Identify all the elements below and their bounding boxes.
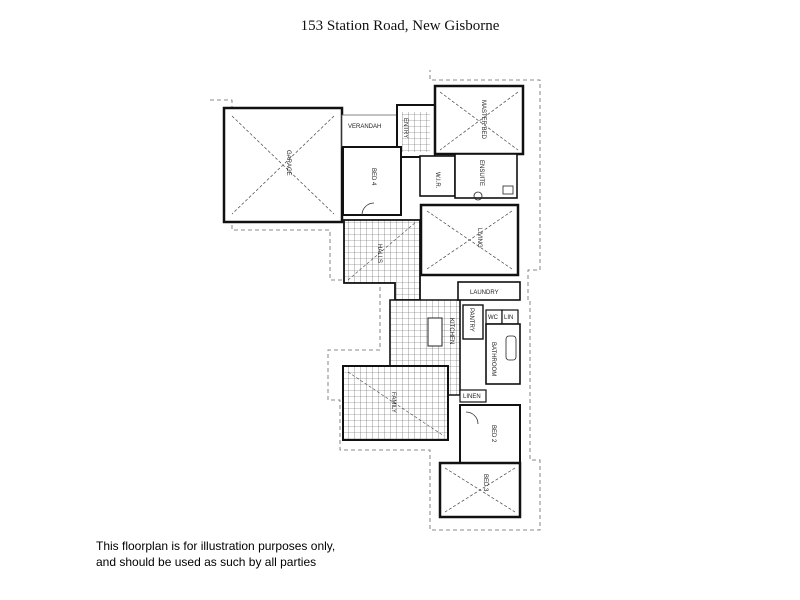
label-bed-3: BED 3: [482, 474, 488, 492]
ensuite-room: [454, 153, 518, 201]
family-room: [342, 365, 449, 441]
label-verandah: VERANDAH: [348, 124, 381, 130]
living-room: [419, 203, 520, 277]
bathroom-room: [485, 323, 521, 385]
bed-4-room: [342, 146, 402, 216]
pantry-room: [462, 304, 484, 340]
label-wir: W.I.R.: [434, 172, 440, 189]
label-ensuite: ENSUITE: [478, 160, 484, 186]
verandah-area: [341, 114, 398, 148]
entry-room: [396, 104, 436, 158]
bed-2-room: [459, 404, 521, 464]
label-garage: GARAGE: [285, 150, 291, 176]
island-bench: [427, 317, 443, 347]
label-bathroom: BATHROOM: [490, 342, 496, 376]
label-lin: LIN: [504, 315, 513, 321]
linen-cupboard: [459, 389, 487, 403]
label-wc: WC: [488, 315, 499, 321]
wir-room: [419, 155, 456, 197]
label-family: FAMILY: [390, 392, 396, 413]
laundry-room: [457, 281, 521, 301]
label-halls: HALLS: [376, 244, 382, 263]
label-laundry: LAUNDRY: [470, 290, 499, 296]
label-kitchen: KITCHEN: [448, 318, 454, 344]
label-entry: ENTRY: [402, 118, 408, 138]
disclaimer-text: This floorplan is for illustration purpo…: [96, 538, 335, 570]
label-master-bed: MASTER BED: [480, 100, 486, 140]
basin-icon: [502, 185, 514, 195]
master-bed-room: [433, 84, 525, 156]
label-pantry: PANTRY: [468, 308, 474, 332]
boundary-outline: [210, 70, 541, 531]
label-bed-2: BED 2: [490, 425, 496, 443]
toilet-icon: [473, 191, 483, 201]
label-linen: LINEN: [463, 394, 481, 400]
label-living: LIVING: [476, 228, 482, 248]
label-bed-4: BED 4: [370, 168, 376, 186]
bathtub-icon: [505, 335, 517, 361]
disclaimer-line-1: This floorplan is for illustration purpo…: [96, 539, 336, 553]
disclaimer-line-2: and should be used as such by all partie…: [96, 555, 317, 569]
garage-room: [222, 106, 344, 224]
bed-3-room: [438, 461, 522, 519]
page-title: 153 Station Road, New Gisborne: [300, 18, 500, 34]
